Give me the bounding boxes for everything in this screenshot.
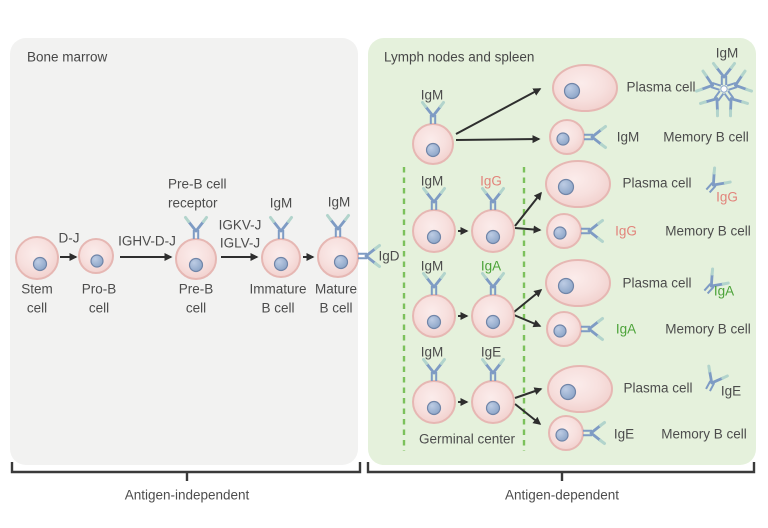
transition-iglvj-label: IGLV-J xyxy=(219,235,261,251)
g4-memory-label: Memory B cell xyxy=(661,426,747,442)
transition-igkvj-label: IGKV-J xyxy=(218,217,262,233)
g3-receptor-to-label: IgA xyxy=(480,258,502,274)
stage-mature-line2: B cell xyxy=(319,300,353,316)
g4-memory-ig-label: IgE xyxy=(613,426,635,442)
g1-receptor-label: IgM xyxy=(420,87,444,103)
g1-memory-label: Memory B cell xyxy=(663,129,749,145)
igm-pentamer-icon xyxy=(695,62,753,118)
gc-cell-igm-to-ige xyxy=(412,358,515,424)
g1-secreted-igm-label: IgM xyxy=(715,45,739,61)
stage-stem-line2: cell xyxy=(26,300,48,316)
antigen-dependent-label: Antigen-dependent xyxy=(504,487,620,503)
pro-b-cell xyxy=(78,238,114,274)
differentiation-arrows xyxy=(455,88,543,425)
igm-label-immature: IgM xyxy=(269,195,293,211)
lymph-title: Lymph nodes and spleen xyxy=(384,49,535,65)
stage-immature-line2: B cell xyxy=(261,300,295,316)
stage-preb-line1: Pre-B xyxy=(178,281,214,297)
gc-cell-igm-to-iga xyxy=(412,272,515,338)
g2-plasma-label: Plasma cell xyxy=(622,175,692,191)
g4-receptor-from-label: IgM xyxy=(420,344,444,360)
memory-b-cell-igm xyxy=(549,119,607,155)
immature-b-cell xyxy=(261,216,301,278)
g3-receptor-from-label: IgM xyxy=(420,258,444,274)
g2-receptor-from-label: IgM xyxy=(420,173,444,189)
g3-secreted-iga-label: IgA xyxy=(713,283,735,299)
stage-stem-line1: Stem xyxy=(21,281,53,297)
antigen-independent-label: Antigen-independent xyxy=(124,487,250,503)
germinal-center-label: Germinal center xyxy=(418,431,516,447)
plasma-cell-igg xyxy=(545,160,611,208)
pre-b-receptor-label-line2: receptor xyxy=(168,195,218,211)
antigen-independent-bracket xyxy=(10,462,362,481)
stage-prob-line2: cell xyxy=(88,300,110,316)
igd-label: IgD xyxy=(378,248,400,264)
stage-mature-line1: Mature xyxy=(314,281,358,297)
g3-memory-label: Memory B cell xyxy=(665,321,751,337)
stem-cell xyxy=(15,236,59,280)
gc-cell-igm-to-igg xyxy=(412,187,515,253)
antigen-dependent-bracket xyxy=(366,462,756,481)
g4-plasma-label: Plasma cell xyxy=(623,380,693,396)
bone-marrow-title: Bone marrow xyxy=(27,49,108,65)
g1-plasma-label: Plasma cell xyxy=(626,79,696,95)
pre-b-cell xyxy=(175,216,217,280)
activated-b-cell-igm xyxy=(412,101,454,165)
pre-b-receptor-label-line1: Pre-B cell xyxy=(168,176,227,192)
g2-memory-label: Memory B cell xyxy=(665,223,751,239)
stage-prob-line1: Pro-B xyxy=(81,281,117,297)
stage-preb-line2: cell xyxy=(185,300,207,316)
g3-memory-ig-label: IgA xyxy=(615,321,637,337)
g2-memory-ig-label: IgG xyxy=(615,223,637,239)
transition-ighvdj-label: IGHV-D-J xyxy=(118,233,176,249)
stage-immature-line1: Immature xyxy=(249,281,307,297)
memory-b-cell-igg xyxy=(546,213,604,249)
g4-receptor-to-label: IgE xyxy=(480,344,502,360)
transition-dj-label: D-J xyxy=(58,230,80,246)
g2-receptor-to-label: IgG xyxy=(480,173,502,189)
g4-secreted-ige-label: IgE xyxy=(720,383,742,399)
g1-memory-ig-label: IgM xyxy=(616,129,640,145)
memory-b-cell-ige xyxy=(548,415,606,451)
plasma-cell-iga xyxy=(545,259,611,307)
memory-b-cell-iga xyxy=(546,311,604,347)
g3-plasma-label: Plasma cell xyxy=(622,275,692,291)
lymph-panel xyxy=(368,38,756,465)
mature-b-cell xyxy=(317,214,381,278)
plasma-cell-ige xyxy=(547,365,613,413)
igm-label-mature: IgM xyxy=(327,194,351,210)
g2-secreted-igg-label: IgG xyxy=(716,189,738,205)
plasma-cell-igm xyxy=(552,64,618,112)
